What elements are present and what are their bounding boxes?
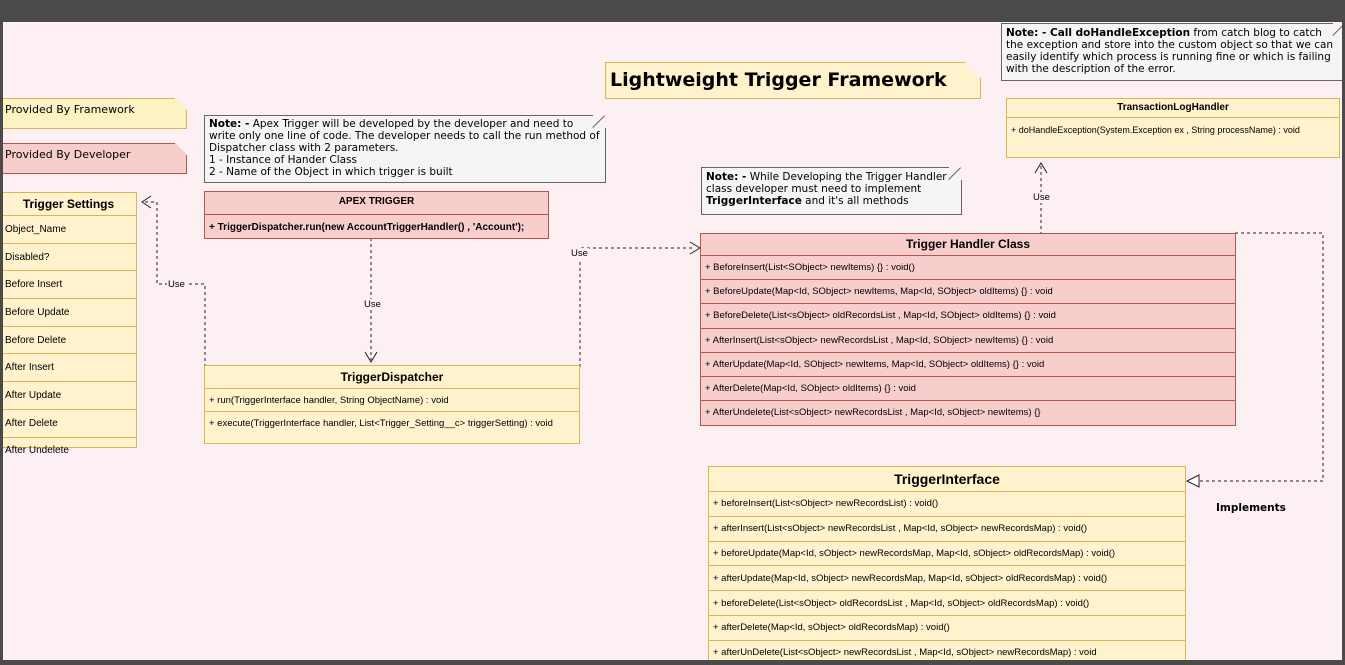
use-label-log: Use [1032, 192, 1051, 203]
use-arrow-dispatcher-to-handler [579, 247, 693, 367]
dispatcher-class: TriggerDispatcher + run(TriggerInterface… [204, 365, 580, 444]
page-title: Lightweight Trigger Framework [605, 62, 981, 99]
dispatcher-title: TriggerDispatcher [340, 370, 444, 384]
use-arrow-dispatcher-to-settings [143, 201, 206, 367]
note-text: While Developing the Trigger Handler cla… [706, 171, 947, 195]
note-prefix: Note: - [209, 118, 250, 130]
note-text: from catch blog to catch the exception a… [1006, 27, 1334, 75]
use-label-dispatcher: Use [363, 299, 382, 310]
handler-method: + BeforeUpdate(Map<Id, SObject> newItems… [701, 279, 1235, 303]
note-bold-interface: TriggerInterface [706, 195, 802, 207]
dispatcher-method: + run(TriggerInterface handler, String O… [205, 388, 579, 411]
title-fold [965, 62, 981, 78]
handler-method: + AfterUpdate(Map<Id, SObject> newItems,… [701, 351, 1235, 376]
implements-label: Implements [1216, 502, 1286, 514]
note-prefix: Note: - Call doHandleException [1006, 27, 1191, 39]
log-handler-class: TransactionLogHandler + doHandleExceptio… [1006, 98, 1340, 158]
implements-arrow-handler-to-interface [1198, 232, 1324, 482]
legend-framework-label: Provided By Framework [5, 103, 135, 116]
arrowhead-dispatcher [364, 351, 378, 363]
implements-triangle [1185, 474, 1200, 488]
trigger-settings-field: After Delete [3, 408, 136, 437]
handler-title: Trigger Handler Class [905, 237, 1031, 251]
handler-class: Trigger Handler Class + BeforeInsert(Lis… [700, 233, 1236, 426]
dispatcher-method: + execute(TriggerInterface handler, List… [205, 411, 579, 434]
use-label-settings: Use [167, 279, 186, 290]
note-fold [949, 167, 962, 180]
interface-methods: + beforeInsert(List<sObject> newRecordsL… [709, 491, 1185, 660]
handler-methods: + BeforeInsert(List<SObject> newItems) {… [701, 255, 1235, 424]
interface-method: + afterInsert(List<sObject> newRecordsLi… [709, 515, 1185, 541]
trigger-settings-field: Object_Name [3, 215, 136, 243]
legend-framework: Provided By Framework [3, 98, 187, 129]
dispatcher-methods: + run(TriggerInterface handler, String O… [205, 388, 579, 434]
note-fold [593, 115, 606, 128]
page-title-text: Lightweight Trigger Framework [610, 69, 947, 91]
trigger-settings-field: After Insert [3, 353, 136, 381]
note-line-1: 1 - Instance of Hander Class [209, 154, 357, 166]
note-handler: Note: - While Developing the Trigger Han… [701, 167, 962, 215]
legend-developer-label: Provided By Developer [5, 148, 131, 161]
note-apex-trigger: Note: - Apex Trigger will be developed b… [204, 115, 606, 183]
trigger-settings-field: After Update [3, 381, 136, 409]
handler-method: + BeforeInsert(List<SObject> newItems) {… [701, 255, 1235, 279]
trigger-settings-field: Before Insert [3, 270, 136, 298]
arrowhead-log [1034, 162, 1048, 174]
note-line-2: 2 - Name of the Object in which trigger … [209, 166, 453, 178]
handler-method: + AfterDelete(Map<Id, SObject> oldItems)… [701, 375, 1235, 400]
apex-trigger-title: APEX TRIGGER [338, 196, 415, 207]
legend-fold [175, 98, 187, 110]
interface-title: TriggerInterface [894, 471, 1000, 487]
trigger-settings-field: Before Update [3, 298, 136, 326]
handler-method: + AfterUndelete(List<sObject> newRecords… [701, 400, 1235, 424]
use-label-handler: Use [570, 248, 589, 259]
arrowhead-settings [141, 195, 152, 209]
interface-method: + afterDelete(Map<Id, sObject> oldRecord… [709, 614, 1185, 640]
interface-method: + beforeUpdate(Map<Id, sObject> newRecor… [709, 540, 1185, 566]
note-exception: Note: - Call doHandleException from catc… [1001, 23, 1342, 81]
log-handler-method: + doHandleException(System.Exception ex … [1007, 117, 1339, 142]
interface-method: + beforeInsert(List<sObject> newRecordsL… [709, 491, 1185, 516]
handler-method: + BeforeDelete(List<sObject> oldRecordsL… [701, 303, 1235, 327]
apex-trigger-method: + TriggerDispatcher.run(new AccountTrigg… [205, 214, 548, 239]
note-fold [1333, 23, 1342, 36]
apex-trigger-class: APEX TRIGGER + TriggerDispatcher.run(new… [204, 191, 549, 239]
handler-method: + AfterInsert(List<sObject> newRecordsLi… [701, 327, 1235, 352]
log-handler-title: TransactionLogHandler [1117, 102, 1229, 113]
legend-fold [175, 143, 187, 155]
note-prefix: Note: - [706, 171, 747, 183]
legend-developer: Provided By Developer [3, 143, 187, 174]
diagram-canvas: Use Use Use Use Implements Provided By F… [3, 22, 1342, 660]
interface-class: TriggerInterface + beforeInsert(List<sOb… [708, 466, 1186, 660]
trigger-settings-field: After Undelete [3, 436, 136, 465]
note-text-2: and it's all methods [801, 195, 909, 207]
trigger-settings-field: Disabled? [3, 242, 136, 271]
interface-method: + beforeDelete(List<sObject> oldRecordsL… [709, 590, 1185, 615]
trigger-settings-field: Before Delete [3, 325, 136, 354]
interface-method: + afterUnDelete(List<sObject> newRecords… [709, 639, 1185, 660]
trigger-settings-title: Trigger Settings [22, 197, 115, 211]
interface-method: + afterUpdate(Map<Id, sObject> newRecord… [709, 565, 1185, 590]
note-text: Apex Trigger will be developed by the de… [209, 118, 600, 154]
